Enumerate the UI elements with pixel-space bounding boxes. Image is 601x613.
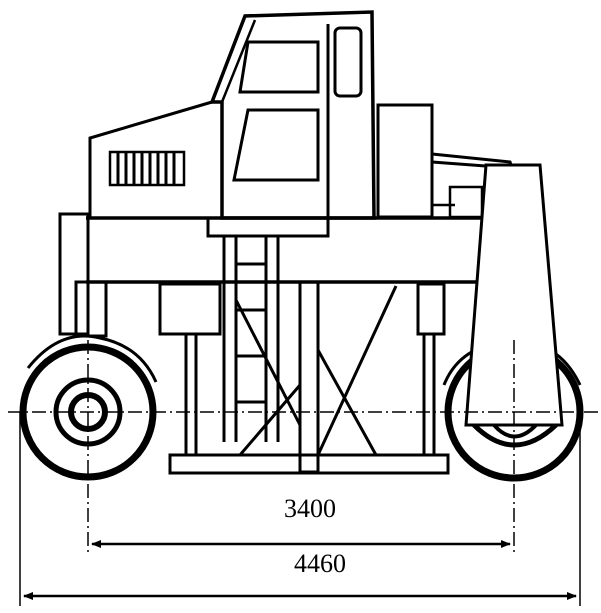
engine-hood bbox=[88, 100, 222, 220]
cab-window-lower bbox=[232, 108, 320, 182]
tapered-arm bbox=[464, 163, 564, 427]
wheelbase-dimension-label: 3400 bbox=[284, 494, 336, 523]
extension-lines bbox=[19, 412, 581, 606]
cab-window-upper bbox=[238, 40, 320, 94]
vent-grille bbox=[108, 150, 186, 187]
center-lines bbox=[8, 340, 600, 556]
main-frame bbox=[58, 212, 485, 338]
support-frame bbox=[168, 280, 450, 475]
overall-width-dimension-label: 4460 bbox=[294, 549, 346, 578]
cab-door-window bbox=[333, 26, 363, 98]
dimension-lines bbox=[23, 540, 577, 600]
left-wheel bbox=[19, 334, 158, 481]
ladder bbox=[222, 236, 280, 442]
cab bbox=[209, 10, 376, 220]
